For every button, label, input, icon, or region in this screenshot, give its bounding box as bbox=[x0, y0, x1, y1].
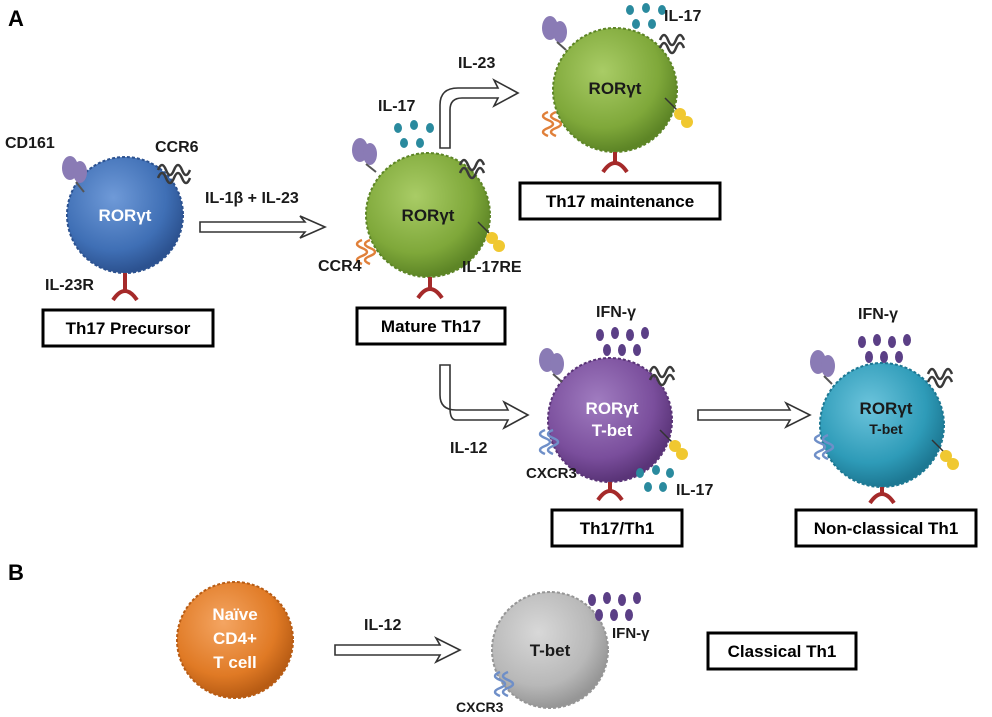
il17re-label: IL-17RE bbox=[462, 259, 522, 276]
nonclassical-label: Non-classical Th1 bbox=[814, 519, 959, 538]
arrow-precursor-to-mature bbox=[199, 215, 327, 239]
nonclassical-cell: RORγt T-bet bbox=[810, 350, 959, 505]
maintenance-marker: RORγt bbox=[589, 79, 642, 98]
precursor-label: Th17 Precursor bbox=[66, 319, 191, 338]
arrow-naive-to-classical bbox=[334, 636, 462, 664]
arrow-mature-to-th17th1 bbox=[439, 364, 530, 430]
cd161-receptor-icon bbox=[539, 348, 564, 383]
th17th1-label-box bbox=[550, 508, 684, 548]
maintenance-label-box bbox=[518, 181, 722, 221]
mature-il17-label: IL-17 bbox=[378, 98, 415, 115]
nonclassical-label-box bbox=[794, 508, 978, 548]
precursor-cell: RORγt bbox=[62, 156, 192, 302]
classical-cell: T-bet bbox=[491, 591, 609, 709]
ccr4-receptor-icon bbox=[355, 238, 377, 266]
nonclassical-ifng-label: IFN-γ bbox=[858, 306, 898, 323]
mature-label: Mature Th17 bbox=[381, 317, 481, 336]
il23r-receptor-icon bbox=[868, 487, 896, 505]
panel-label-b: B bbox=[8, 560, 24, 585]
il23r-label: IL-23R bbox=[45, 277, 94, 294]
il17-cytokine-dots bbox=[636, 465, 674, 492]
il17-cytokine-dots bbox=[394, 120, 434, 148]
ccr6-receptor-icon bbox=[156, 163, 192, 185]
naive-line2: CD4+ bbox=[213, 629, 257, 648]
mature-cell: RORγt bbox=[352, 138, 505, 300]
nonclassical-marker-rorgt: RORγt bbox=[860, 399, 913, 418]
th17th1-label: Th17/Th1 bbox=[580, 519, 655, 538]
ccr6-receptor-icon bbox=[926, 367, 954, 389]
il17re-receptor-icon bbox=[931, 439, 959, 470]
cxcr3-label: CXCR3 bbox=[526, 465, 577, 482]
ccr6-receptor-icon bbox=[458, 158, 486, 180]
ccr6-receptor-icon bbox=[658, 33, 686, 55]
il23r-receptor-icon bbox=[111, 273, 139, 302]
th17th1-ifng-label: IFN-γ bbox=[596, 304, 636, 321]
arrow-mature-to-maintenance bbox=[439, 78, 520, 149]
mature-marker: RORγt bbox=[402, 206, 455, 225]
il17re-receptor-icon bbox=[659, 429, 688, 460]
classical-label: Classical Th1 bbox=[728, 642, 837, 661]
il17re-receptor-icon bbox=[477, 221, 505, 252]
cxcr3-receptor-icon bbox=[538, 428, 560, 456]
precursor-marker: RORγt bbox=[99, 206, 152, 225]
arrow-label-il23: IL-23 bbox=[458, 55, 495, 72]
panel-label-a: A bbox=[8, 6, 24, 31]
cxcr3-receptor-icon bbox=[813, 433, 835, 461]
il23r-receptor-icon bbox=[601, 152, 629, 174]
arrow-label-il1b-il23: IL-1β + IL-23 bbox=[205, 190, 299, 207]
mature-label-box bbox=[355, 306, 507, 346]
cd161-receptor-icon bbox=[352, 138, 377, 173]
th17th1-cell: RORγt T-bet bbox=[538, 348, 688, 502]
il23r-receptor-icon bbox=[596, 482, 624, 502]
cd161-receptor-icon bbox=[810, 350, 835, 385]
nonclassical-marker-tbet: T-bet bbox=[869, 421, 903, 437]
ifng-cytokine-dots bbox=[858, 334, 911, 363]
th17th1-marker-tbet: T-bet bbox=[592, 421, 633, 440]
naive-line1: Naïve bbox=[212, 605, 257, 624]
ifng-cytokine-dots bbox=[588, 592, 641, 621]
naive-line3: T cell bbox=[213, 653, 256, 672]
cd161-receptor-icon bbox=[542, 16, 567, 51]
maintenance-il17-label: IL-17 bbox=[664, 8, 701, 25]
ccr6-label: CCR6 bbox=[155, 139, 199, 156]
ifng-cytokine-dots bbox=[596, 327, 649, 356]
maintenance-cell: RORγt bbox=[541, 16, 693, 174]
classical-ifng-label: IFN-γ bbox=[612, 625, 650, 642]
arrow-label-il12-a: IL-12 bbox=[450, 440, 487, 457]
naive-cell: Naïve CD4+ T cell bbox=[176, 581, 294, 699]
classical-marker: T-bet bbox=[530, 641, 571, 660]
il17-cytokine-dots bbox=[626, 3, 666, 29]
classical-cxcr3-label: CXCR3 bbox=[456, 699, 504, 715]
arrow-th17th1-to-nonclassical bbox=[697, 401, 812, 429]
ccr4-label: CCR4 bbox=[318, 258, 362, 275]
precursor-label-box bbox=[41, 308, 215, 348]
classical-label-box bbox=[706, 631, 858, 671]
il17re-receptor-icon bbox=[664, 97, 693, 128]
il23r-receptor-icon bbox=[416, 277, 444, 300]
ccr6-receptor-icon bbox=[648, 365, 676, 387]
cd161-receptor-icon bbox=[62, 156, 87, 193]
th17th1-il17-label: IL-17 bbox=[676, 482, 713, 499]
ccr4-receptor-icon bbox=[541, 110, 563, 138]
maintenance-label: Th17 maintenance bbox=[546, 192, 694, 211]
th17th1-marker-rorgt: RORγt bbox=[586, 399, 639, 418]
arrow-label-il12-b: IL-12 bbox=[364, 617, 401, 634]
cd161-label: CD161 bbox=[5, 135, 55, 152]
cxcr3-receptor-icon bbox=[493, 670, 515, 698]
